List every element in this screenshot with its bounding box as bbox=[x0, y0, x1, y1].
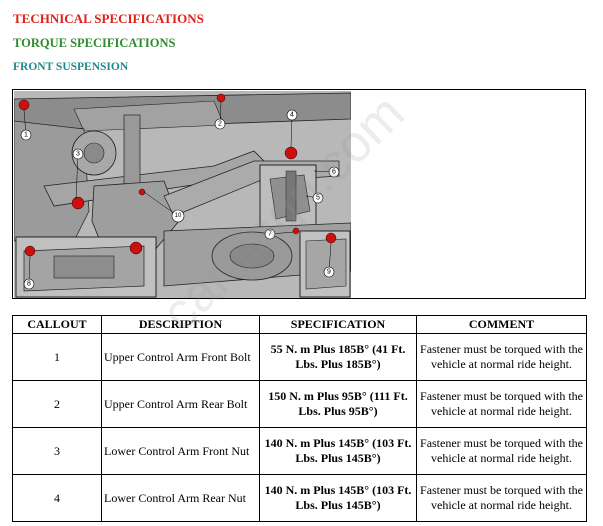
cell-callout: 4 bbox=[12, 474, 102, 522]
cell-callout: 3 bbox=[12, 427, 102, 475]
callout-1-circle bbox=[20, 129, 32, 141]
callout-markers: 1 2 3 4 5 6 7 8 9 10 bbox=[20, 109, 340, 290]
topic-heading: FRONT SUSPENSION bbox=[13, 61, 129, 73]
section-heading: TECHNICAL SPECIFICATIONS bbox=[13, 11, 204, 26]
cell-comment: Fastener must be torqued with the vehicl… bbox=[416, 474, 587, 522]
callout-8-label: 8 bbox=[27, 281, 31, 288]
callout-2-circle bbox=[214, 118, 226, 130]
cell-description: Lower Control Arm Rear Nut bbox=[101, 474, 260, 522]
header-comment: COMMENT bbox=[416, 315, 587, 334]
cell-callout: 2 bbox=[12, 380, 102, 428]
cell-callout: 1 bbox=[12, 333, 102, 381]
callout-1-label: 1 bbox=[24, 132, 28, 139]
suspension-illustration: 1 2 3 4 5 6 7 8 9 10 bbox=[14, 91, 351, 298]
cell-specification: 150 N. m Plus 95B° (111 Ft. Lbs. Plus 95… bbox=[259, 380, 417, 428]
callout-4-circle bbox=[286, 109, 298, 121]
header-specification: SPECIFICATION bbox=[259, 315, 417, 334]
callout-9-label: 9 bbox=[327, 269, 331, 276]
callout-6-label: 6 bbox=[332, 169, 336, 176]
table-row: 3 Lower Control Arm Front Nut 140 N. m P… bbox=[12, 427, 587, 475]
callout-2-label: 2 bbox=[218, 121, 222, 128]
cell-comment: Fastener must be torqued with the vehicl… bbox=[416, 333, 587, 381]
suspension-figure: 1 2 3 4 5 6 7 8 9 10 bbox=[12, 89, 586, 299]
torque-spec-table: CALLOUT DESCRIPTION SPECIFICATION COMMEN… bbox=[12, 315, 587, 522]
cell-specification: 55 N. m Plus 185B° (41 Ft. Lbs. Plus 185… bbox=[259, 333, 417, 381]
callout-10-circle bbox=[171, 209, 185, 223]
table-row: 2 Upper Control Arm Rear Bolt 150 N. m P… bbox=[12, 380, 587, 428]
cell-specification: 140 N. m Plus 145B° (103 Ft. Lbs. Plus 1… bbox=[259, 474, 417, 522]
header-callout: CALLOUT bbox=[12, 315, 102, 334]
header-description: DESCRIPTION bbox=[101, 315, 260, 334]
cell-specification: 140 N. m Plus 145B° (103 Ft. Lbs. Plus 1… bbox=[259, 427, 417, 475]
callout-9-circle bbox=[323, 266, 335, 278]
suspension-diagram-image: 1 2 3 4 5 6 7 8 9 10 bbox=[14, 91, 351, 298]
cell-description: Upper Control Arm Front Bolt bbox=[101, 333, 260, 381]
cell-comment: Fastener must be torqued with the vehicl… bbox=[416, 427, 587, 475]
cell-description: Upper Control Arm Rear Bolt bbox=[101, 380, 260, 428]
callout-4-label: 4 bbox=[290, 112, 294, 119]
callout-5-circle bbox=[312, 192, 324, 204]
subsection-heading: TORQUE SPECIFICATIONS bbox=[13, 36, 176, 50]
table-row: 4 Lower Control Arm Rear Nut 140 N. m Pl… bbox=[12, 474, 587, 522]
table-row: 1 Upper Control Arm Front Bolt 55 N. m P… bbox=[12, 333, 587, 381]
callout-3-label: 3 bbox=[76, 151, 80, 158]
callout-7-circle bbox=[264, 228, 276, 240]
cell-description: Lower Control Arm Front Nut bbox=[101, 427, 260, 475]
callout-5-label: 5 bbox=[316, 195, 320, 202]
callout-7-label: 7 bbox=[268, 231, 272, 238]
callout-6-circle bbox=[328, 166, 340, 178]
callout-8-circle bbox=[23, 278, 35, 290]
callout-10-label: 10 bbox=[175, 213, 182, 219]
table-header-row: CALLOUT DESCRIPTION SPECIFICATION COMMEN… bbox=[12, 315, 587, 334]
callout-3-circle bbox=[72, 148, 84, 160]
cell-comment: Fastener must be torqued with the vehicl… bbox=[416, 380, 587, 428]
